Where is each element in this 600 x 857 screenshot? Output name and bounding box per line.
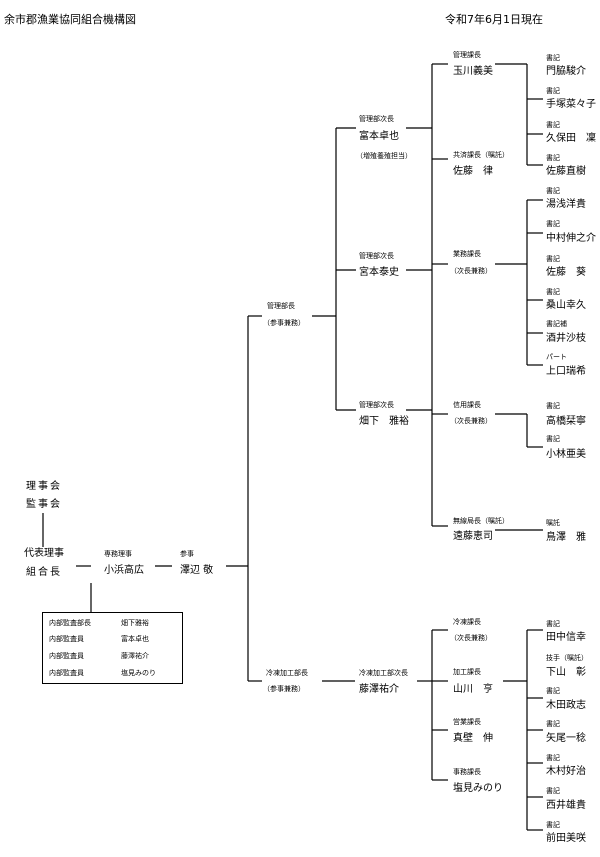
board-of-auditors: 監事会 <box>26 499 62 510</box>
staff-role: 書記 <box>546 87 560 95</box>
section-chief-name: 遠藤恵司 <box>453 531 493 542</box>
section-chief-note: （次長兼務） <box>450 634 492 642</box>
audit-name: 塩見みのり <box>121 669 156 677</box>
staff-role: 書記 <box>546 288 560 296</box>
managing-director-name: 小浜高広 <box>104 565 144 576</box>
staff-name: 高橋栞寧 <box>546 416 586 427</box>
staff-role: 書記 <box>546 220 560 228</box>
section-chief-role: 事務課長 <box>453 768 481 776</box>
admin-deputy-role: 管理部次長 <box>359 115 394 123</box>
staff-name: 下山 彰 <box>546 667 586 678</box>
admin-deputy-role: 管理部次長 <box>359 252 394 260</box>
as-of-date: 令和7年6月1日現在 <box>445 13 543 26</box>
admin-deputy-name: 富本卓也 <box>359 131 399 142</box>
section-chief-note: （次長兼務） <box>450 417 492 425</box>
staff-role: 書記 <box>546 435 560 443</box>
staff-name: 中村伸之介 <box>546 233 596 244</box>
admin-deputy-name: 畑下 雅裕 <box>359 416 409 427</box>
staff-role: 書記 <box>546 255 560 263</box>
section-chief-role: 営業課長 <box>453 718 481 726</box>
processing-deputy-name: 藤澤祐介 <box>359 684 399 695</box>
processing-deputy-role: 冷凍加工部次長 <box>359 669 408 677</box>
staff-name: 木田政志 <box>546 700 586 711</box>
staff-name: 前田美咲 <box>546 833 586 844</box>
section-chief-name: 山川 亨 <box>453 684 493 695</box>
staff-name: 木村好治 <box>546 766 586 777</box>
chart-title: 余市郡漁業協同組合機構図 <box>4 13 136 26</box>
admin-deputy-name: 宮本泰史 <box>359 267 399 278</box>
staff-name: 佐藤 葵 <box>546 267 586 278</box>
staff-role: パート <box>546 353 567 361</box>
staff-role: 書記 <box>546 54 560 62</box>
admin-deputy-note: （増殖養殖担当） <box>356 152 412 160</box>
audit-name: 藤澤祐介 <box>121 652 149 660</box>
section-chief-role: 管理課長 <box>453 51 481 59</box>
processing-director-role: 冷凍加工部長 <box>266 669 308 677</box>
staff-role: 書記 <box>546 402 560 410</box>
staff-role: 書記補 <box>546 320 567 328</box>
staff-role: 書記 <box>546 620 560 628</box>
staff-role: 書記 <box>546 720 560 728</box>
admin-director-note: （参事兼務） <box>263 319 305 327</box>
audit-role: 内部監査員 <box>49 669 84 677</box>
audit-role: 内部監査部長 <box>49 619 91 627</box>
section-chief-role: 信用課長 <box>453 401 481 409</box>
staff-name: 手塚菜々子 <box>546 99 596 110</box>
staff-role: 書記 <box>546 121 560 129</box>
internal-audit-box: 内部監査部長 畑下雅裕 内部監査員 富本卓也 内部監査員 藤澤祐介 内部監査員 … <box>42 612 183 684</box>
union-president: 組合長 <box>26 567 62 578</box>
representative-director: 代表理事 <box>24 548 64 559</box>
section-chief-role: 加工課長 <box>453 668 481 676</box>
staff-name: 酒井沙枝 <box>546 333 586 344</box>
admin-director-role: 管理部長 <box>267 302 295 310</box>
staff-name: 西井雄貴 <box>546 800 586 811</box>
admin-deputy-role: 管理部次長 <box>359 401 394 409</box>
staff-name: 佐藤直樹 <box>546 166 586 177</box>
staff-name: 門脇駿介 <box>546 66 586 77</box>
staff-role: 書記 <box>546 821 560 829</box>
section-chief-name: 真壁 伸 <box>453 733 493 744</box>
staff-role: 書記 <box>546 187 560 195</box>
audit-role: 内部監査員 <box>49 652 84 660</box>
staff-role: 嘱託 <box>546 519 560 527</box>
staff-role: 書記 <box>546 754 560 762</box>
managing-director-role: 専務理事 <box>104 550 132 558</box>
section-chief-role: 冷凍課長 <box>453 618 481 626</box>
staff-role: 書記 <box>546 687 560 695</box>
section-chief-role: 業務課長 <box>453 250 481 258</box>
board-of-directors: 理事会 <box>26 481 62 492</box>
staff-role: 書記 <box>546 787 560 795</box>
audit-role: 内部監査員 <box>49 635 84 643</box>
staff-name: 上口瑞希 <box>546 366 586 377</box>
audit-name: 富本卓也 <box>121 635 149 643</box>
staff-name: 鳥澤 雅 <box>546 532 586 543</box>
section-chief-note: （次長兼務） <box>450 267 492 275</box>
staff-name: 田中信幸 <box>546 632 586 643</box>
audit-name: 畑下雅裕 <box>121 619 149 627</box>
processing-director-note: （参事兼務） <box>263 685 305 693</box>
counselor-name: 澤辺 敬 <box>180 565 214 576</box>
section-chief-role: 無線局長（嘱託） <box>453 517 509 525</box>
section-chief-role: 共済課長（嘱託） <box>453 151 509 159</box>
staff-name: 矢尾一稔 <box>546 733 586 744</box>
counselor-role: 参事 <box>180 550 194 558</box>
staff-name: 湯浅洋貴 <box>546 199 586 210</box>
staff-name: 小林亜美 <box>546 449 586 460</box>
staff-role: 書記 <box>546 154 560 162</box>
section-chief-name: 塩見みのり <box>453 783 503 794</box>
staff-name: 久保田 凜 <box>546 133 596 144</box>
staff-name: 桑山幸久 <box>546 300 586 311</box>
section-chief-name: 佐藤 律 <box>453 166 493 177</box>
section-chief-name: 玉川義美 <box>453 66 493 77</box>
staff-role: 技手（嘱託） <box>546 654 588 662</box>
